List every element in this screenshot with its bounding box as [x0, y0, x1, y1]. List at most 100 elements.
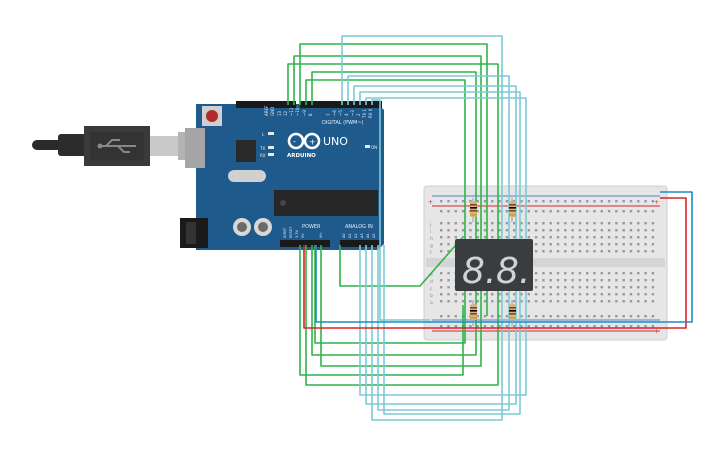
wire-green-4[interactable] [305, 79, 466, 344]
breadboard-hole[interactable] [586, 300, 589, 303]
breadboard-hole[interactable] [491, 325, 494, 328]
breadboard-hole[interactable] [571, 279, 574, 282]
breadboard-hole[interactable] [615, 272, 618, 275]
breadboard-hole[interactable] [534, 200, 538, 203]
breadboard-hole[interactable] [586, 243, 589, 246]
breadboard-hole[interactable] [586, 250, 589, 253]
breadboard-hole[interactable] [637, 243, 640, 246]
breadboard-hole[interactable] [629, 286, 633, 289]
breadboard-hole[interactable] [505, 200, 509, 203]
breadboard-hole[interactable] [637, 272, 640, 275]
breadboard-hole[interactable] [651, 300, 655, 303]
breadboard-hole[interactable] [505, 236, 509, 239]
breadboard-hole[interactable] [564, 250, 567, 253]
breadboard-hole[interactable] [454, 325, 457, 328]
wire-green-3[interactable] [287, 63, 499, 386]
breadboard-hole[interactable] [527, 236, 530, 239]
breadboard-hole[interactable] [600, 210, 603, 213]
breadboard-hole[interactable] [571, 325, 574, 328]
breadboard-hole[interactable] [483, 229, 487, 232]
breadboard-hole[interactable] [607, 210, 611, 213]
breadboard-hole[interactable] [549, 286, 552, 289]
breadboard-hole[interactable] [469, 200, 472, 203]
breadboard-hole[interactable] [505, 229, 509, 232]
breadboard-hole[interactable] [571, 200, 574, 203]
breadboard-hole[interactable] [513, 293, 516, 296]
breadboard-hole[interactable] [491, 200, 494, 203]
breadboard-hole[interactable] [440, 293, 443, 296]
resistor-4[interactable] [509, 300, 516, 326]
breadboard-hole[interactable] [476, 315, 479, 318]
breadboard-hole[interactable] [556, 272, 560, 275]
breadboard-hole[interactable] [498, 200, 501, 203]
breadboard-hole[interactable] [600, 279, 603, 282]
breadboard-hole[interactable] [447, 250, 450, 253]
breadboard-hole[interactable] [607, 272, 611, 275]
breadboard-hole[interactable] [534, 250, 538, 253]
breadboard-hole[interactable] [622, 250, 625, 253]
breadboard-hole[interactable] [447, 293, 450, 296]
breadboard-hole[interactable] [600, 222, 603, 225]
breadboard-hole[interactable] [549, 272, 552, 275]
breadboard-hole[interactable] [622, 272, 625, 275]
breadboard-hole[interactable] [498, 325, 501, 328]
breadboard-hole[interactable] [556, 222, 560, 225]
breadboard-hole[interactable] [637, 315, 640, 318]
breadboard-hole[interactable] [534, 272, 538, 275]
breadboard-hole[interactable] [498, 293, 501, 296]
breadboard-hole[interactable] [556, 229, 560, 232]
breadboard-hole[interactable] [615, 325, 618, 328]
breadboard-hole[interactable] [593, 315, 596, 318]
breadboard-hole[interactable] [637, 236, 640, 239]
breadboard-hole[interactable] [644, 229, 647, 232]
breadboard-hole[interactable] [534, 293, 538, 296]
breadboard-hole[interactable] [447, 286, 450, 289]
breadboard-hole[interactable] [534, 279, 538, 282]
breadboard-hole[interactable] [600, 229, 603, 232]
breadboard-hole[interactable] [447, 279, 450, 282]
breadboard-hole[interactable] [469, 300, 472, 303]
breadboard-hole[interactable] [520, 300, 523, 303]
breadboard-hole[interactable] [637, 250, 640, 253]
breadboard-hole[interactable] [637, 229, 640, 232]
breadboard-hole[interactable] [644, 325, 647, 328]
breadboard-hole[interactable] [564, 300, 567, 303]
breadboard-hole[interactable] [461, 229, 465, 232]
breadboard-hole[interactable] [483, 210, 487, 213]
breadboard-hole[interactable] [600, 250, 603, 253]
breadboard-hole[interactable] [622, 236, 625, 239]
breadboard-hole[interactable] [564, 236, 567, 239]
breadboard-hole[interactable] [564, 325, 567, 328]
breadboard-hole[interactable] [578, 250, 582, 253]
breadboard-hole[interactable] [578, 243, 582, 246]
breadboard-hole[interactable] [564, 222, 567, 225]
breadboard-hole[interactable] [600, 325, 603, 328]
breadboard-hole[interactable] [556, 236, 560, 239]
breadboard-hole[interactable] [440, 243, 443, 246]
breadboard-hole[interactable] [542, 325, 545, 328]
breadboard-hole[interactable] [542, 200, 545, 203]
breadboard-hole[interactable] [542, 300, 545, 303]
breadboard-hole[interactable] [556, 286, 560, 289]
breadboard-hole[interactable] [615, 236, 618, 239]
breadboard-hole[interactable] [440, 286, 443, 289]
breadboard-hole[interactable] [527, 315, 530, 318]
breadboard-hole[interactable] [571, 243, 574, 246]
breadboard-hole[interactable] [629, 210, 633, 213]
breadboard-hole[interactable] [644, 200, 647, 203]
breadboard-hole[interactable] [549, 250, 552, 253]
breadboard-hole[interactable] [534, 236, 538, 239]
breadboard-hole[interactable] [469, 222, 472, 225]
breadboard-hole[interactable] [527, 325, 530, 328]
breadboard-hole[interactable] [622, 286, 625, 289]
breadboard-hole[interactable] [549, 210, 552, 213]
breadboard-hole[interactable] [483, 300, 487, 303]
breadboard-hole[interactable] [476, 293, 479, 296]
breadboard-hole[interactable] [586, 236, 589, 239]
breadboard-hole[interactable] [578, 315, 582, 318]
breadboard-hole[interactable] [571, 272, 574, 275]
breadboard-hole[interactable] [549, 325, 552, 328]
breadboard-hole[interactable] [578, 236, 582, 239]
breadboard-hole[interactable] [447, 300, 450, 303]
breadboard-hole[interactable] [600, 315, 603, 318]
